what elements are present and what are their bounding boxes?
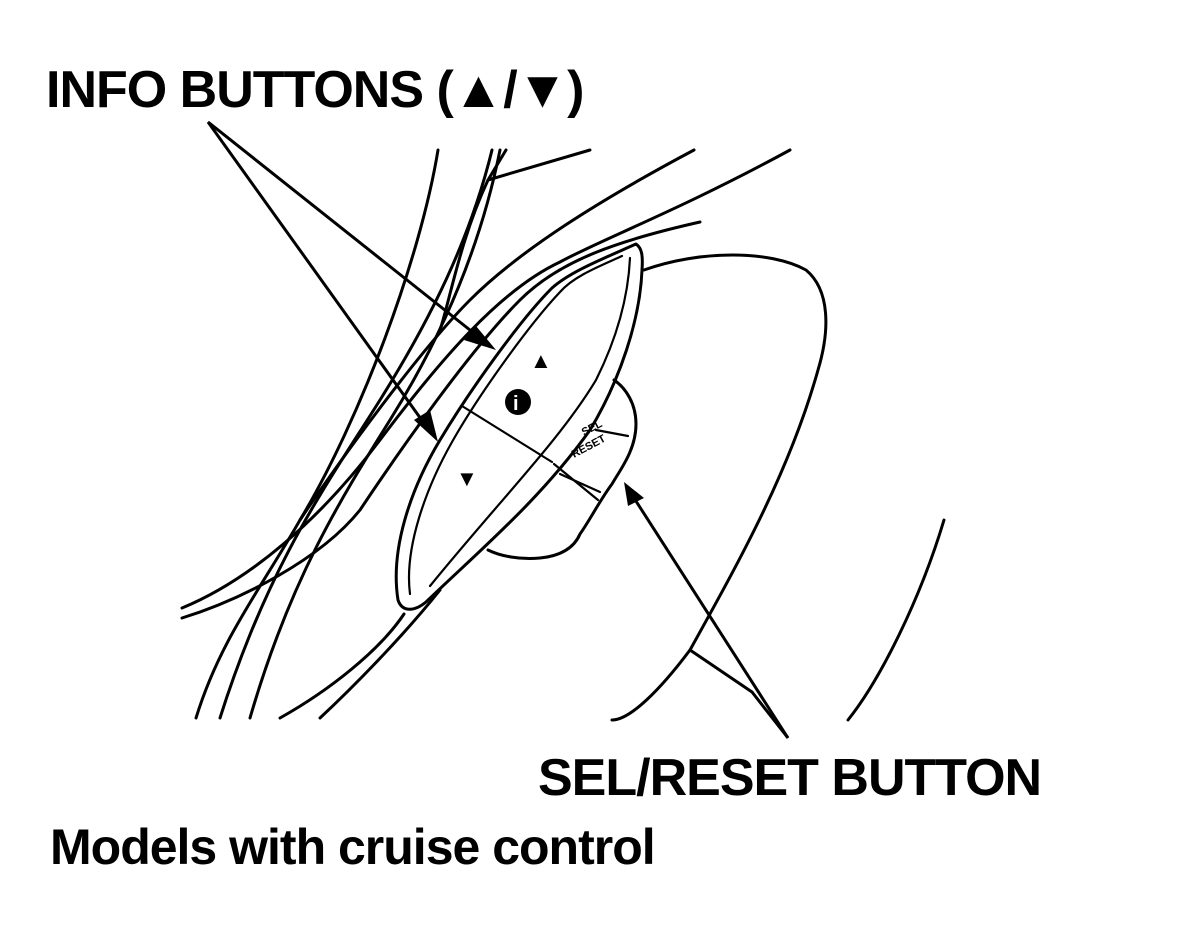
info-buttons-label: INFO BUTTONS (▲/▼) — [46, 61, 584, 119]
sel-reset-leaders — [624, 482, 790, 739]
info-switch — [394, 242, 644, 611]
up-arrow-symbol: ▲ — [530, 348, 552, 373]
sel-reset-button — [486, 378, 638, 560]
info-icon — [505, 389, 531, 415]
info-buttons-leaders — [206, 120, 496, 442]
info-icon-letter: i — [513, 393, 519, 415]
models-caption: Models with cruise control — [50, 819, 656, 875]
down-arrow-symbol: ▼ — [456, 466, 478, 491]
steering-wheel-rim — [610, 253, 946, 722]
sel-reset-button-label: SEL/RESET BUTTON — [538, 749, 1042, 807]
reset-text: RESET — [570, 433, 608, 461]
